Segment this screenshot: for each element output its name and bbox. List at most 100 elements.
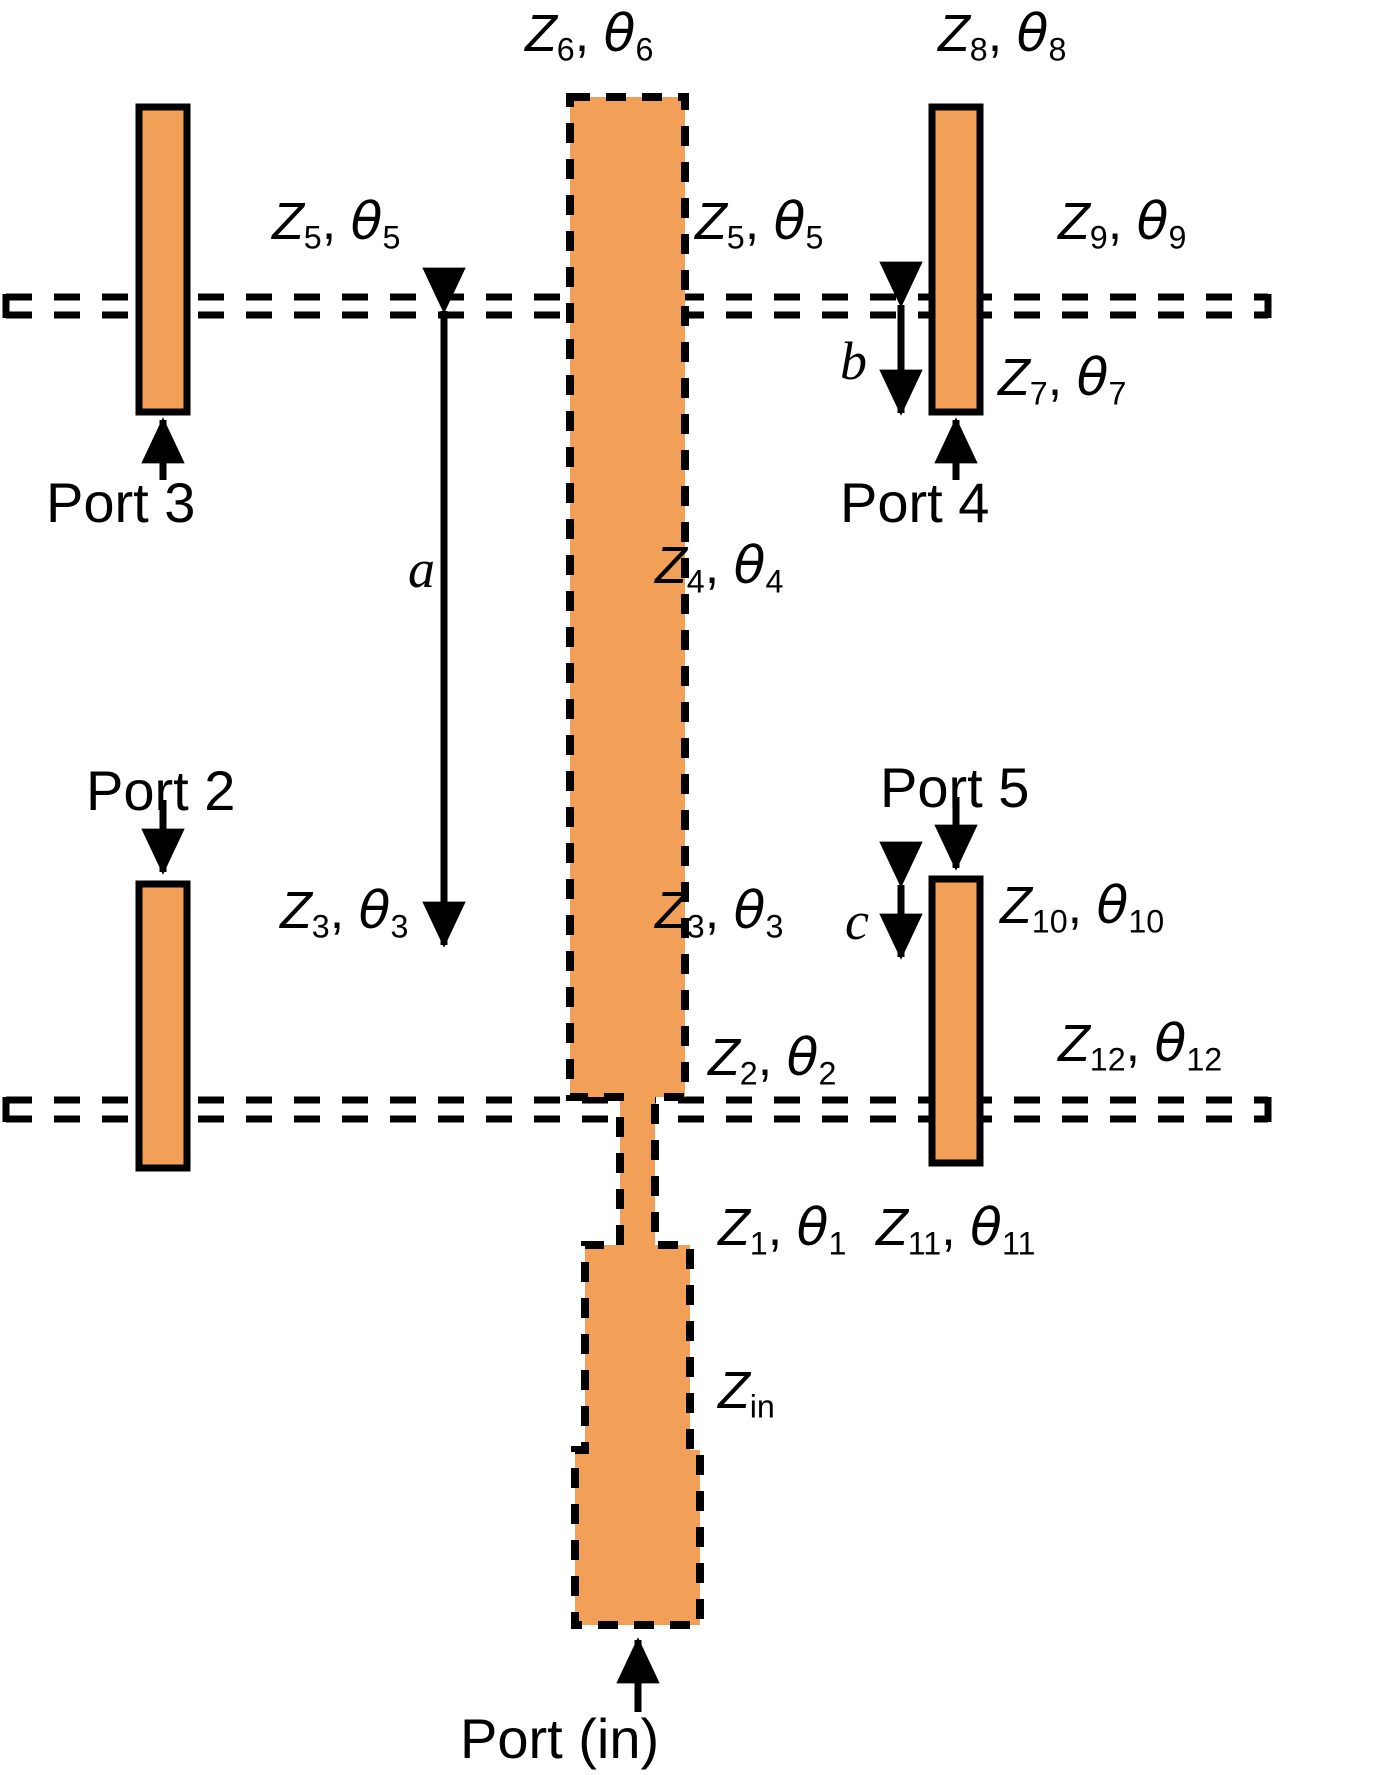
label-zin-symbol: Z	[718, 1362, 750, 1420]
port4-stub-trace	[928, 103, 984, 416]
label-z4-symbol: Z	[655, 537, 687, 595]
label-z5-right-theta-subscript: 5	[805, 219, 824, 256]
label-zin-subscript: in	[749, 1388, 775, 1425]
label-z11-subscript: 11	[907, 1225, 942, 1262]
label-z7-comma: ,	[1047, 349, 1077, 407]
label-z6-symbol: Z	[525, 5, 557, 63]
label-z10-symbol: Z	[1000, 877, 1032, 935]
label-z9-subscript: 9	[1089, 219, 1108, 256]
label-z11: Z11, θ11	[876, 1202, 1035, 1260]
label-z5-left-theta-subscript: 5	[382, 219, 401, 256]
label-z5-left: Z5, θ5	[272, 196, 400, 254]
label-z8-theta-subscript: 8	[1048, 31, 1067, 68]
label-z8: Z8, θ8	[938, 8, 1066, 66]
port3-stub-trace	[135, 103, 191, 416]
label-z6-theta-subscript: 6	[635, 31, 654, 68]
label-z3-right-comma: ,	[704, 882, 734, 940]
label-z5-right: Z5, θ5	[695, 196, 823, 254]
label-z12-theta: θ	[1154, 1014, 1187, 1074]
label-z10: Z10, θ10	[1000, 880, 1164, 938]
label-z9-comma: ,	[1107, 193, 1137, 251]
label-z8-symbol: Z	[938, 5, 970, 63]
dimension-label-a: a	[408, 539, 435, 599]
port-label-2: Port 2	[86, 759, 236, 822]
label-z12-subscript: 12	[1089, 1041, 1126, 1078]
port-label-5: Port 5	[880, 756, 1030, 819]
label-z12: Z12, θ12	[1058, 1018, 1222, 1076]
label-z3-left-subscript: 3	[311, 908, 330, 945]
label-z1-subscript: 1	[749, 1225, 768, 1262]
port-label-in: Port (in)	[460, 1707, 660, 1770]
label-z4: Z4, θ4	[655, 540, 783, 598]
label-z7: Z7, θ7	[998, 352, 1126, 410]
label-z11-symbol: Z	[876, 1199, 908, 1257]
port-label-3: Port 3	[46, 471, 196, 534]
label-z7-symbol: Z	[998, 349, 1030, 407]
label-z3-right-subscript: 3	[686, 908, 705, 945]
label-z11-comma: ,	[941, 1199, 971, 1257]
label-z10-theta: θ	[1096, 876, 1129, 936]
label-z12-symbol: Z	[1058, 1015, 1090, 1073]
label-z3-right-theta-subscript: 3	[765, 908, 784, 945]
label-z10-comma: ,	[1067, 877, 1097, 935]
label-z11-theta-subscript: 11	[1001, 1225, 1036, 1262]
label-z6-comma: ,	[574, 5, 604, 63]
label-z5-left-theta: θ	[350, 192, 383, 252]
central-stepped-trace	[566, 93, 704, 1629]
label-z8-theta: θ	[1016, 4, 1049, 64]
label-z7-theta-subscript: 7	[1108, 375, 1127, 412]
label-z9-symbol: Z	[1058, 193, 1090, 251]
label-z3-left-symbol: Z	[280, 882, 312, 940]
label-z2-subscript: 2	[739, 1055, 758, 1092]
label-z11-theta: θ	[970, 1198, 1002, 1258]
label-z4-theta-subscript: 4	[765, 563, 784, 600]
label-z5-right-comma: ,	[744, 193, 774, 251]
label-z10-theta-subscript: 10	[1128, 903, 1165, 940]
label-z3-right: Z3, θ3	[655, 885, 783, 943]
label-z2-theta-subscript: 2	[818, 1055, 837, 1092]
label-z3-right-theta: θ	[733, 881, 766, 941]
label-z6: Z6, θ6	[525, 8, 653, 66]
label-z2-theta: θ	[786, 1028, 819, 1088]
label-z3-left-theta: θ	[358, 881, 391, 941]
label-z2-symbol: Z	[708, 1029, 740, 1087]
label-z7-subscript: 7	[1029, 375, 1048, 412]
label-z10-subscript: 10	[1031, 903, 1068, 940]
label-z1-comma: ,	[767, 1199, 797, 1257]
label-z6-subscript: 6	[556, 31, 575, 68]
label-z1-theta: θ	[796, 1198, 829, 1258]
label-z5-right-symbol: Z	[695, 193, 727, 251]
label-z4-subscript: 4	[686, 563, 705, 600]
label-z2: Z2, θ2	[708, 1032, 836, 1090]
label-z9-theta: θ	[1136, 192, 1169, 252]
label-z5-left-comma: ,	[321, 193, 351, 251]
port-label-4: Port 4	[840, 471, 990, 534]
port2-stub-trace	[135, 880, 191, 1172]
label-z5-left-subscript: 5	[303, 219, 322, 256]
label-z4-comma: ,	[704, 537, 734, 595]
label-z1-theta-subscript: 1	[828, 1225, 847, 1262]
label-z9: Z9, θ9	[1058, 196, 1186, 254]
label-z3-left: Z3, θ3	[280, 885, 408, 943]
label-z12-comma: ,	[1125, 1015, 1155, 1073]
label-z5-right-subscript: 5	[726, 219, 745, 256]
label-z9-theta-subscript: 9	[1168, 219, 1187, 256]
label-z7-theta: θ	[1076, 348, 1109, 408]
label-z4-theta: θ	[733, 536, 766, 596]
dimension-label-c: c	[845, 891, 869, 951]
label-z2-comma: ,	[757, 1029, 787, 1087]
label-z3-left-comma: ,	[329, 882, 359, 940]
label-z1-symbol: Z	[718, 1199, 750, 1257]
label-zin: Zin	[718, 1365, 775, 1423]
dimension-label-b: b	[840, 331, 867, 391]
label-z8-subscript: 8	[969, 31, 988, 68]
label-z1: Z1, θ1	[718, 1202, 846, 1260]
label-z5-left-symbol: Z	[272, 193, 304, 251]
label-z3-right-symbol: Z	[655, 882, 687, 940]
port5-stub-trace	[928, 875, 984, 1167]
label-z12-theta-subscript: 12	[1186, 1041, 1223, 1078]
label-z8-comma: ,	[987, 5, 1017, 63]
label-z6-theta: θ	[603, 4, 636, 64]
